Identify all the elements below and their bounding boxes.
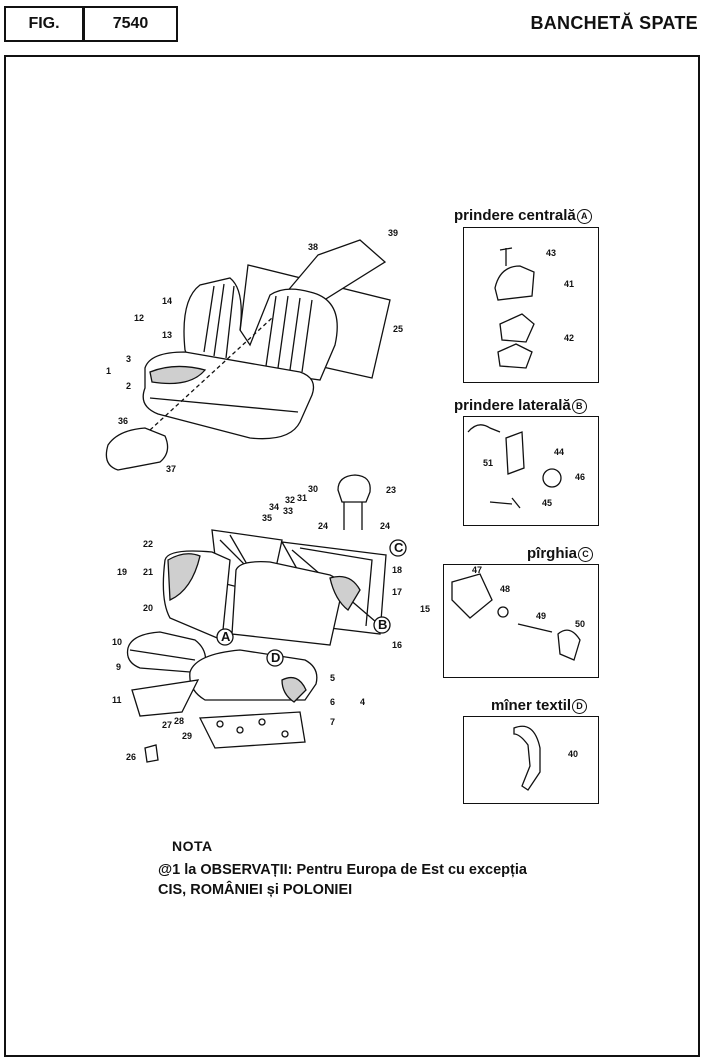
marker-d: D [271, 650, 280, 665]
callout-25: 25 [393, 324, 403, 334]
callout-20: 20 [143, 603, 153, 613]
inset-lateral-label: prindere laterală [454, 397, 571, 414]
upper-callouts: 38 39 25 14 12 13 3 1 2 36 37 [106, 228, 403, 474]
callout-43: 43 [546, 248, 556, 258]
callout-42: 42 [564, 333, 574, 343]
lower-seat-drawing [126, 474, 387, 763]
note-line-2: CIS, ROMÂNIEI și POLONIEI [158, 882, 353, 898]
lower-callouts: 23 30 31 32 34 33 35 24 24 22 19 21 20 1… [112, 484, 430, 762]
callout-35: 35 [262, 513, 272, 523]
callout-22: 22 [143, 539, 153, 549]
callout-27: 27 [162, 720, 172, 730]
callout-16: 16 [392, 640, 402, 650]
marker-b: B [378, 617, 387, 632]
callout-9: 9 [116, 662, 121, 672]
callout-33: 33 [283, 506, 293, 516]
callout-7: 7 [330, 717, 335, 727]
marker-c-circle: C [578, 547, 594, 562]
marker-b-circle: B [571, 399, 587, 414]
marker-c: C [394, 540, 404, 555]
callout-26: 26 [126, 752, 136, 762]
callout-18: 18 [392, 565, 402, 575]
lower-marker-letters: A B C D [221, 540, 404, 665]
callout-40: 40 [568, 749, 578, 759]
callout-11: 11 [112, 695, 122, 705]
inset-box-lever [443, 564, 599, 678]
callout-5: 5 [330, 673, 335, 683]
marker-d-circle: D [572, 699, 588, 714]
callout-34: 34 [269, 502, 279, 512]
callout-23: 23 [386, 485, 396, 495]
callout-44: 44 [554, 447, 564, 457]
callout-6: 6 [330, 697, 335, 707]
callout-47: 47 [472, 565, 482, 575]
inset-box-handle [463, 716, 599, 804]
fig-number-box: 7540 [83, 6, 178, 42]
page-title: BANCHETĂ SPATE [530, 13, 698, 33]
callout-13: 13 [162, 330, 172, 340]
fig-number: 7540 [112, 15, 149, 32]
callout-48: 48 [500, 584, 510, 594]
callout-2: 2 [126, 381, 131, 391]
callout-24-left: 24 [318, 521, 328, 531]
callout-3: 3 [126, 354, 131, 364]
callout-50: 50 [575, 619, 585, 629]
callout-49: 49 [536, 611, 546, 621]
inset-box-lateral [463, 416, 599, 526]
fig-label: FIG. [28, 15, 60, 32]
callout-31: 31 [297, 493, 307, 503]
callout-21: 21 [143, 567, 153, 577]
diagram-frame [4, 55, 700, 1057]
callout-39: 39 [388, 228, 398, 238]
callout-12: 12 [134, 313, 144, 323]
callout-51: 51 [483, 458, 493, 468]
callout-45: 45 [542, 498, 552, 508]
callout-10: 10 [112, 637, 122, 647]
callout-17: 17 [392, 587, 402, 597]
note-line-1: @1 la OBSERVAȚII: Pentru Europa de Est c… [158, 862, 527, 878]
inset-callouts: 43 41 42 51 44 46 45 47 48 49 50 40 [472, 248, 585, 759]
callout-29: 29 [182, 731, 192, 741]
inset-central-label: prindere centrală [454, 207, 576, 224]
callout-32: 32 [285, 495, 295, 505]
marker-a-circle: A [576, 209, 592, 224]
callout-37: 37 [166, 464, 176, 474]
marker-a: A [221, 629, 231, 644]
callout-46: 46 [575, 472, 585, 482]
callout-1: 1 [106, 366, 111, 376]
callout-19: 19 [117, 567, 127, 577]
lower-markers [216, 539, 407, 667]
note-heading: NOTA [172, 838, 213, 854]
inset-lever-label: pîrghia [527, 545, 578, 562]
callout-24-right: 24 [380, 521, 390, 531]
callout-38: 38 [308, 242, 318, 252]
inset-handle-label: mîner textil [491, 697, 572, 714]
upper-seat-drawing [105, 239, 391, 471]
callout-14: 14 [162, 296, 172, 306]
callout-15: 15 [420, 604, 430, 614]
callout-28: 28 [174, 716, 184, 726]
inset-drawings [451, 247, 581, 791]
inset-box-central [463, 227, 599, 383]
callout-4: 4 [360, 697, 365, 707]
callout-41: 41 [564, 279, 574, 289]
callout-36: 36 [118, 416, 128, 426]
callout-30: 30 [308, 484, 318, 494]
